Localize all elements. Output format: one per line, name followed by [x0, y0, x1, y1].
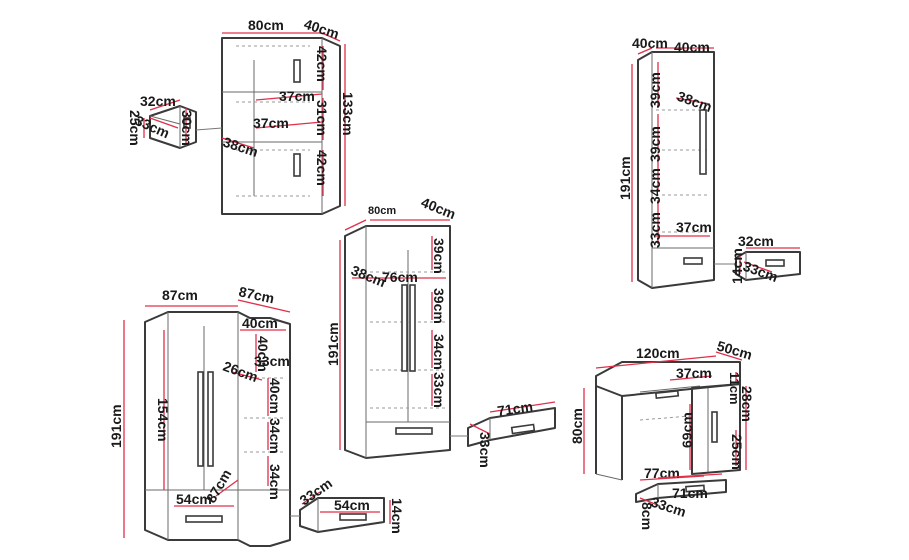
bookcase-drawer-width-label: 71cm — [496, 398, 534, 419]
wardrobe-shelf-width-label: 33cm — [254, 353, 290, 369]
drawer-left-width-label: 32cm — [140, 93, 176, 109]
bookcase-height-label: 191cm — [325, 322, 341, 366]
desk-height-label: 80cm — [569, 408, 585, 444]
desk-drawer-front-height-label: 8cm — [639, 502, 655, 530]
bookcase-width-label: 40cm — [419, 194, 458, 222]
desk-drawer-height-label: 11cm — [727, 372, 742, 405]
wardrobe-corner-top-label: 40cm — [242, 315, 278, 331]
desk: 120cm 50cm 37cm 11cm 28cm 80cm 69cm 25cm… — [569, 338, 755, 481]
cabinet-top-compartment-label: 39cm — [647, 72, 663, 108]
bookcase-third-compartment-label: 34cm — [431, 334, 447, 370]
drawer-right-height-label: 14cm — [729, 248, 745, 284]
wall-shelf-top-compartment-label: 42cm — [314, 46, 330, 82]
desk-drawer-width-label: 37cm — [676, 365, 712, 381]
drawer-left-height-label: 25cm — [127, 110, 143, 146]
cabinet-inner-width-label: 37cm — [676, 219, 712, 235]
cabinet-width-label: 40cm — [674, 39, 710, 55]
wardrobe-drawer-width-label: 54cm — [176, 491, 212, 507]
wardrobe-width-left-label: 87cm — [162, 287, 198, 303]
corner-wardrobe: 87cm 87cm 40cm 40cm 26cm 33cm 191cm 154c… — [108, 283, 291, 547]
desk-cabinet-shelf-label: 25cm — [729, 434, 745, 470]
wall-shelf-inner-width-middle-label: 37cm — [253, 115, 289, 131]
desk-cabinet-height-label: 28cm — [739, 386, 755, 422]
bookcase-inner-width-label: 76cm — [382, 269, 418, 285]
wall-shelf-bottom-compartment-label: 42cm — [314, 150, 330, 186]
desk-drawer: 71cm 8cm 33cm — [635, 473, 727, 530]
bookcase-second-compartment-label: 39cm — [431, 288, 447, 324]
wardrobe-shelf-bottom-label: 34cm — [267, 464, 283, 500]
wardrobe-height-label: 191cm — [108, 404, 124, 448]
drawer-right-width-label: 32cm — [738, 233, 774, 249]
bookcase-bottom-compartment-label: 33cm — [431, 372, 447, 408]
wardrobe-shelf-middle-label: 34cm — [267, 418, 283, 454]
drawer-left-front-label: 30cm — [179, 110, 195, 146]
cabinet-depth-label: 40cm — [632, 35, 668, 51]
tall-narrow-cabinet: 40cm 40cm 191cm 39cm 38cm 39cm 34cm 33cm… — [617, 35, 715, 289]
cabinet-bottom-compartment-label: 33cm — [647, 212, 663, 248]
wardrobe-corner-side-label: 40cm — [255, 336, 271, 372]
wardrobe-drawer-depth-label: 33cm — [297, 475, 336, 509]
desk-drawer-width-label-2: 71cm — [672, 485, 708, 501]
wall-shelf-middle-compartment-label: 31cm — [314, 100, 330, 136]
desk-legroom-height-label: 69cm — [679, 412, 695, 448]
desk-width-label: 120cm — [636, 345, 680, 361]
bookcase: 80cm 40cm 191cm 38cm 76cm 39cm 39cm 34cm… — [325, 194, 458, 459]
bookcase-depth-label: 80cm — [368, 205, 396, 217]
desk-legroom-width-label: 77cm — [644, 465, 680, 481]
cabinet-second-compartment-label: 39cm — [647, 126, 663, 162]
bookcase-top-compartment-label: 39cm — [431, 238, 447, 274]
bookcase-drawer: 71cm 33cm — [450, 398, 556, 468]
small-drawer-right: 32cm 14cm 33cm — [714, 233, 801, 285]
bookcase-drawer-depth-label: 33cm — [477, 432, 493, 468]
wall-shelf-height-label: 133cm — [340, 92, 356, 136]
small-drawer-left: 32cm 25cm 33cm 30cm — [127, 93, 223, 149]
wardrobe-drawer-width-label-2: 54cm — [334, 497, 370, 513]
wardrobe-shelf-top-label: 40cm — [267, 378, 283, 414]
cabinet-third-compartment-label: 34cm — [647, 168, 663, 204]
cabinet-inner-depth-label: 38cm — [675, 88, 714, 115]
wall-shelf-inner-width-top-label: 37cm — [279, 88, 315, 104]
desk-depth-label: 50cm — [715, 338, 754, 363]
wardrobe-width-right-label: 87cm — [237, 283, 275, 306]
wardrobe-drawer-height-label: 14cm — [389, 498, 405, 534]
wall-shelf-width-label: 80cm — [248, 17, 284, 33]
wardrobe-drawer: 33cm 54cm 14cm — [290, 475, 405, 534]
cabinet-height-label: 191cm — [617, 156, 633, 200]
wardrobe-hanging-height-label: 154cm — [155, 398, 171, 442]
wall-shelf: 80cm 40cm 133cm 42cm 37cm 31cm 37cm 38cm… — [221, 16, 356, 215]
